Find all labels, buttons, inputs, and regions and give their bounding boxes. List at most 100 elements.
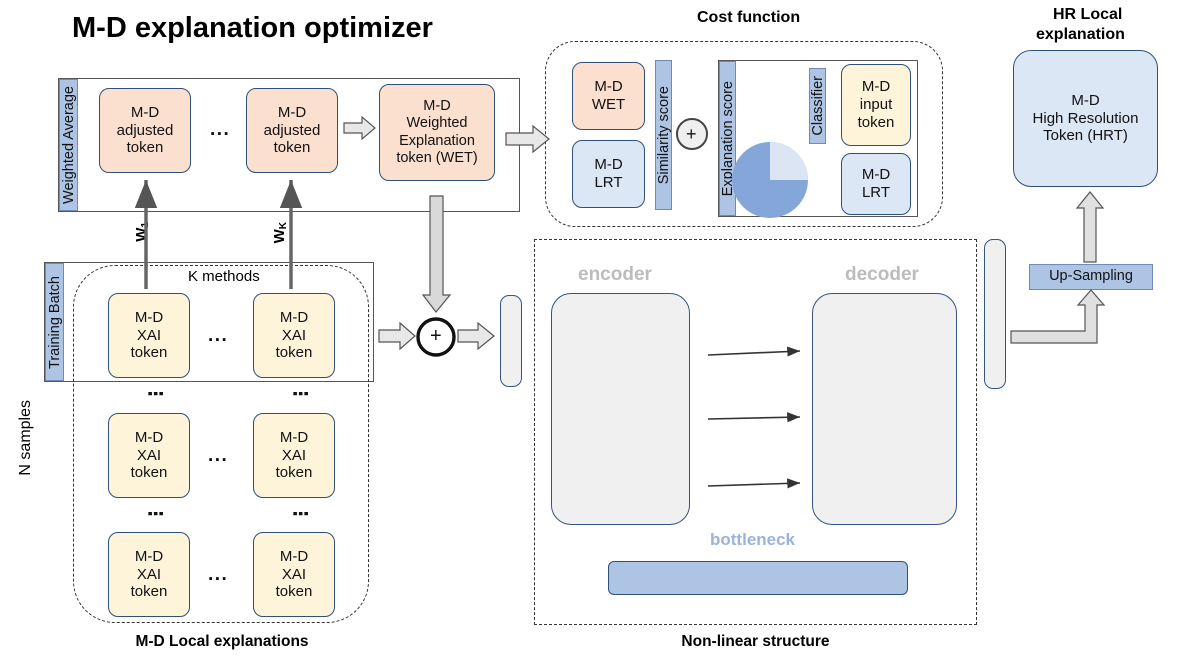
training-batch-panel <box>44 262 374 382</box>
token-line-1: M-D <box>861 166 891 184</box>
token-line-3: token <box>130 464 168 482</box>
token-line-2: LRT <box>594 174 623 191</box>
column-dots-c1-b: ⋮ <box>144 504 165 524</box>
token-line-2: XAI <box>281 565 307 583</box>
arrow-wet-to-adder <box>421 195 452 313</box>
bottleneck-bar <box>608 561 908 595</box>
cost-md-wet-box[interactable]: M-D WET <box>572 62 645 130</box>
token-line-1: M-D <box>423 98 451 115</box>
up-sampling-label: Up-Sampling <box>1049 268 1133 285</box>
hr-local-title-line1: HR Local <box>1053 6 1123 23</box>
token-line-2: input <box>859 96 893 114</box>
token-line-1: M-D <box>130 103 160 121</box>
token-line-2: adjusted <box>116 121 174 139</box>
token-line-3: token <box>275 344 313 362</box>
cost-function-title: Cost function <box>697 9 801 26</box>
token-line-2: XAI <box>281 446 307 464</box>
token-line-2: High Resolution <box>1032 109 1139 127</box>
k-methods-label: K methods <box>188 268 260 285</box>
n-samples-label: N samples <box>17 400 34 476</box>
token-line-3: Explanation <box>399 132 475 149</box>
cost-md-lrt-right-box[interactable]: M-D LRT <box>841 153 911 215</box>
md-xai-token-r3ck[interactable]: M-D XAI token <box>253 532 335 617</box>
md-xai-token-r1c1[interactable]: M-D XAI token <box>108 293 190 378</box>
hrt-box[interactable]: M-D High Resolution Token (HRT) <box>1013 50 1158 187</box>
token-line-4: token (WET) <box>396 149 478 166</box>
encoder-input-bar <box>500 295 522 387</box>
token-line-1: M-D <box>134 308 164 326</box>
weighted-average-bar: Weighted Average <box>59 79 78 211</box>
xai-row2-ellipsis: ... <box>208 445 229 466</box>
similarity-score-bar: Similarity score <box>655 60 672 210</box>
weight-subscript: K <box>278 222 289 230</box>
token-line-1: M-D <box>134 428 164 446</box>
similarity-score-label: Similarity score <box>655 85 672 185</box>
token-line-2: LRT <box>861 184 891 201</box>
up-sampling-box[interactable]: Up-Sampling <box>1029 264 1153 290</box>
token-line-1: M-D <box>279 547 309 565</box>
token-line-2: XAI <box>136 446 162 464</box>
arrow-adder-to-encoder <box>457 321 495 351</box>
token-line-1: M-D <box>594 156 623 174</box>
page-title: M-D explanation optimizer <box>72 12 433 44</box>
arrow-xai-to-adder <box>378 321 416 351</box>
token-line-1: M-D <box>1071 91 1100 109</box>
token-line-2: XAI <box>136 326 162 344</box>
md-adjusted-token-k[interactable]: M-D adjusted token <box>246 88 338 173</box>
adjusted-token-ellipsis: ... <box>210 119 231 140</box>
token-line-1: M-D <box>279 308 309 326</box>
token-line-3: token <box>857 113 895 131</box>
classifier-label: Classifier <box>809 76 826 136</box>
arrow-output-to-upsampling <box>1010 289 1106 344</box>
xai-row3-ellipsis: ... <box>208 564 229 585</box>
md-xai-token-r2ck[interactable]: M-D XAI token <box>253 413 335 498</box>
md-adjusted-token-1[interactable]: M-D adjusted token <box>99 88 191 173</box>
training-batch-bar: Training Batch <box>45 263 64 381</box>
token-line-2: XAI <box>281 326 307 344</box>
md-xai-token-r3c1[interactable]: M-D XAI token <box>108 532 190 617</box>
token-line-3: token <box>275 464 313 482</box>
column-dots-ck-a: ⋮ <box>289 384 310 404</box>
bottleneck-label: bottleneck <box>710 530 796 549</box>
non-linear-structure-caption: Non-linear structure <box>681 633 830 650</box>
weighted-average-bar-label: Weighted Average <box>60 86 77 204</box>
token-line-2: Weighted <box>406 115 468 132</box>
token-line-3: token <box>130 344 168 362</box>
md-xai-token-r1ck[interactable]: M-D XAI token <box>253 293 335 378</box>
token-line-3: token <box>130 583 168 601</box>
token-line-3: token <box>273 139 311 157</box>
token-line-3: token <box>126 139 164 157</box>
training-batch-bar-label: Training Batch <box>46 275 63 369</box>
encoder-label: encoder <box>578 264 652 285</box>
arrow-upsampling-to-hrt <box>1075 191 1105 263</box>
cost-md-lrt-left-box[interactable]: M-D LRT <box>572 140 645 208</box>
local-explanations-caption: M-D Local explanations <box>135 633 309 650</box>
decoder-label: decoder <box>845 264 919 285</box>
weight-symbol: W <box>271 229 288 244</box>
token-line-1: M-D <box>861 78 891 96</box>
md-xai-token-r2c1[interactable]: M-D XAI token <box>108 413 190 498</box>
decoder-block <box>812 293 957 525</box>
md-wet-token[interactable]: M-D Weighted Explanation token (WET) <box>379 84 495 181</box>
explanation-score-label: Explanation score <box>719 80 736 197</box>
encoder-block <box>551 293 690 525</box>
weight-label-wk: WK <box>271 222 289 243</box>
explanation-score-panel <box>718 60 918 217</box>
local-explanations-dashed-region <box>73 265 369 623</box>
token-line-1: M-D <box>134 547 164 565</box>
token-line-3: token <box>275 583 313 601</box>
token-line-2: XAI <box>136 565 162 583</box>
column-dots-c1-a: ⋮ <box>144 384 165 404</box>
weight-label-w1: W1 <box>133 222 151 242</box>
adder-plus-symbol: + <box>430 325 442 347</box>
weight-symbol: W <box>133 227 150 242</box>
cost-plus-symbol: + <box>686 124 697 144</box>
non-linear-structure-region <box>534 239 977 625</box>
cost-md-input-token-box[interactable]: M-D input token <box>841 64 911 146</box>
explanation-score-bar: Explanation score <box>719 61 736 216</box>
classifier-bar: Classifier <box>809 68 826 144</box>
weight-subscript: 1 <box>140 222 151 228</box>
token-line-1: M-D <box>277 103 307 121</box>
decoder-output-bar <box>984 239 1006 389</box>
column-dots-ck-b: ⋮ <box>289 504 310 524</box>
